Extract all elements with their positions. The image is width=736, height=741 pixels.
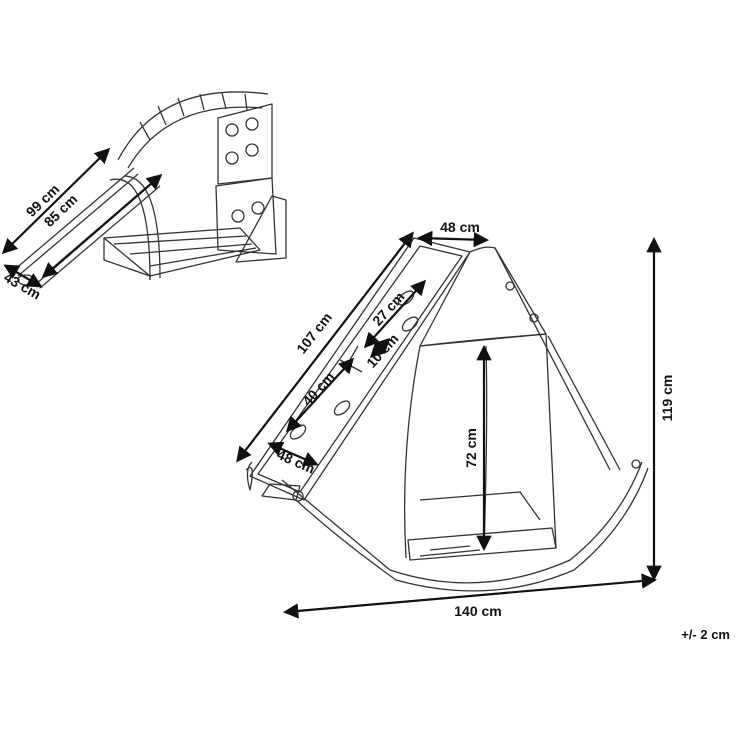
main-view-drawing (245, 237, 649, 592)
bottom-width-label: 48 cm (275, 446, 318, 477)
total-length-label: 140 cm (454, 603, 501, 619)
main-view-dimension-lines (236, 230, 662, 619)
step-label: 10 cm (363, 331, 401, 371)
bottom-width-arrow (267, 441, 319, 467)
slide-width-arrow (3, 264, 43, 288)
top-width-arrow (416, 230, 490, 248)
climb-length-arrow (236, 231, 414, 463)
lower-span-arrow (285, 357, 355, 433)
step-arrow (369, 337, 391, 359)
slide-inner-arrow (41, 173, 163, 279)
hole-spacing-arrow (363, 279, 427, 349)
slide-length-arrow (1, 147, 111, 255)
total-height-label: 119 cm (659, 375, 675, 422)
tolerance-note: +/- 2 cm (681, 627, 730, 642)
climb-length-label: 107 cm (293, 309, 335, 356)
total-length-arrow (282, 573, 658, 619)
top-width-label: 48 cm (440, 219, 480, 235)
small-view-dimension-lines (1, 147, 163, 288)
inner-height-label: 72 cm (463, 428, 479, 468)
slide-width-label: 43 cm (1, 269, 43, 303)
